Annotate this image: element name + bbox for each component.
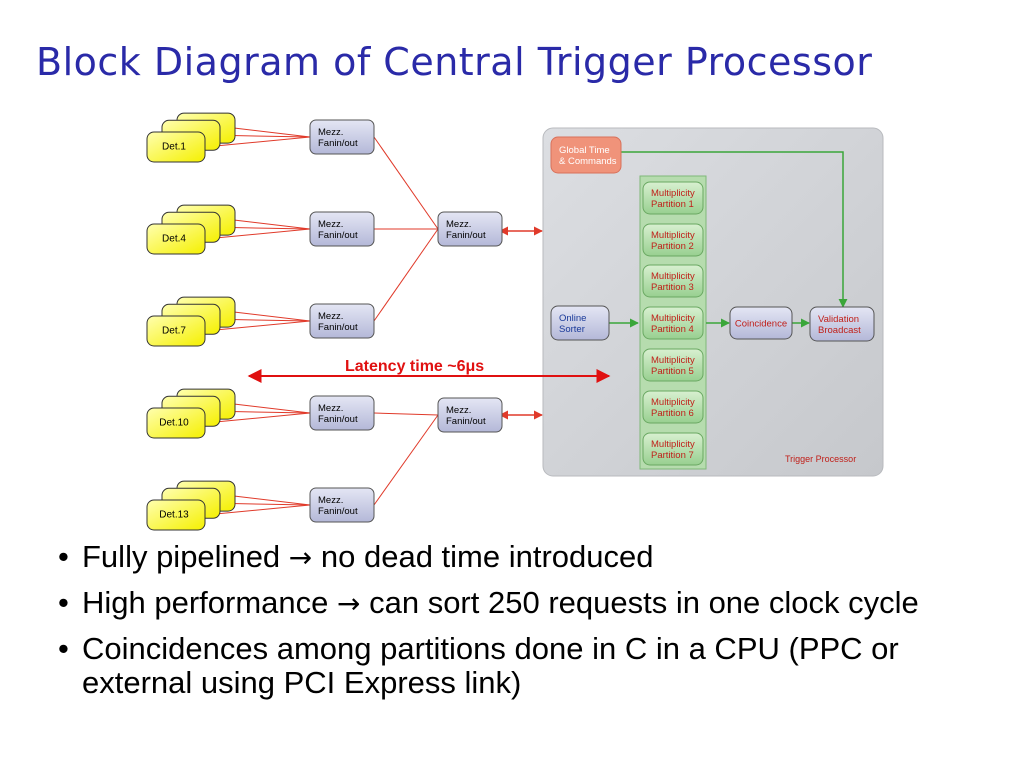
panel-links: [499, 226, 543, 420]
mezz-fanout-box: Mezz.Fanin/out: [309, 211, 375, 247]
mezz-link: [373, 412, 439, 416]
mezz-label: Mezz.Fanin/out: [318, 403, 358, 425]
mezz-label: Mezz.Fanin/out: [318, 495, 358, 517]
bullet-text-tail: can sort 250 requests in one clock cycle: [360, 585, 919, 620]
detector-card: [146, 407, 206, 439]
detector-stack: Det.10: [146, 388, 236, 439]
detector-stack: Det.13: [146, 480, 236, 531]
arrow-right-icon: →: [288, 541, 313, 574]
green-connections: [608, 151, 848, 328]
bullet-text: Coincidences among partitions done in C …: [82, 631, 899, 700]
bullet-dot: •: [58, 539, 69, 574]
detector-card: [146, 223, 206, 255]
detector-label: Det.13: [159, 510, 189, 521]
bullet-item: • Fully pipelined → no dead time introdu…: [58, 540, 988, 575]
detector-link: [234, 219, 311, 230]
mezz-link: [373, 228, 439, 322]
bullet-text: High performance: [82, 585, 338, 620]
mezz-fanout-box: Mezz.Fanin/out: [309, 395, 375, 431]
mezz-fanout-box: Mezz.Fanin/out: [309, 487, 375, 523]
trigger-processor-label: Trigger Processor: [785, 454, 856, 464]
bullet-text-tail: no dead time introduced: [312, 539, 654, 574]
mezz-link: [373, 136, 439, 230]
mezz-label: Mezz.Fanin/out: [446, 219, 486, 241]
detector-stack: Det.7: [146, 296, 236, 347]
trigger-processor-panel: [542, 127, 884, 477]
bullet-dot: •: [58, 631, 69, 666]
detector-stack: Det.4: [146, 204, 236, 255]
detector-label: Det.10: [159, 418, 189, 429]
slide-title: Block Diagram of Central Trigger Process…: [36, 40, 873, 84]
arrow-right-icon: →: [337, 587, 361, 620]
detector-link: [204, 228, 311, 240]
mezz-label: Mezz.Fanin/out: [446, 405, 486, 427]
detector-link: [234, 311, 311, 322]
detector-label: Det.7: [162, 326, 186, 337]
bullet-text: Fully pipelined: [82, 539, 289, 574]
bullet-dot: •: [58, 585, 69, 620]
detector-card: [146, 315, 206, 347]
detector-stack: Det.1: [146, 112, 236, 163]
mezz-label: Mezz.Fanin/out: [318, 311, 358, 333]
detector-card: [146, 499, 206, 531]
mezz-link: [373, 414, 439, 506]
mezz-label: Mezz.Fanin/out: [318, 127, 358, 149]
coincidence-label: Coincidence: [735, 318, 787, 329]
detector-link: [234, 127, 311, 138]
mezz-fanout-box: Mezz.Fanin/out: [437, 211, 503, 247]
global-time-box-label: Global Time& Commands: [559, 145, 617, 167]
bullet-list: • Fully pipelined → no dead time introdu…: [58, 540, 988, 711]
latency-label: Latency time ~6μs: [345, 358, 484, 375]
detector-link: [204, 136, 311, 148]
detector-link: [234, 403, 311, 414]
detector-link: [204, 412, 311, 424]
detector-link: [204, 504, 311, 516]
detector-label: Det.1: [162, 142, 186, 153]
coincidence-box: Coincidence: [729, 306, 793, 340]
detector-link: [234, 495, 311, 506]
mezz-fanout-box: Mezz.Fanin/out: [309, 303, 375, 339]
mezz-fanout-box: Mezz.Fanin/out: [309, 119, 375, 155]
mezz-fanout-box: Mezz.Fanin/out: [437, 397, 503, 433]
bullet-item: • High performance → can sort 250 reques…: [58, 586, 988, 621]
detector-card: [146, 131, 206, 163]
global-time-box: Global Time& Commands: [550, 136, 622, 174]
detector-link: [204, 320, 311, 332]
detector-label: Det.4: [162, 234, 186, 245]
mezz-label: Mezz.Fanin/out: [318, 219, 358, 241]
bullet-item: • Coincidences among partitions done in …: [58, 632, 988, 700]
trigger-block-diagram: Trigger Processor Latency time ~6μs Det.…: [146, 112, 884, 531]
